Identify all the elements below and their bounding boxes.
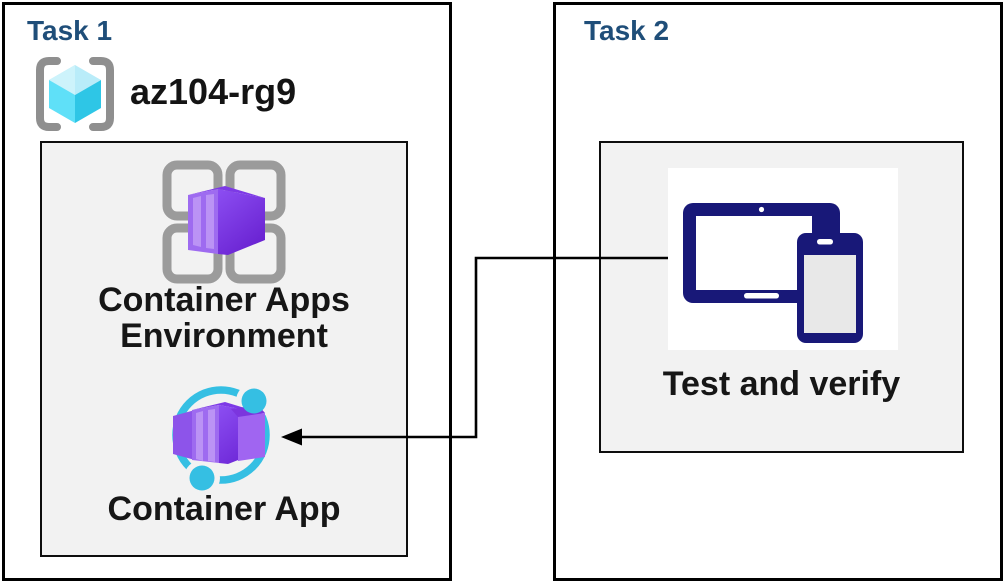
resource-group-name: az104-rg9 bbox=[130, 71, 297, 112]
verify-label: Test and verify bbox=[662, 365, 901, 403]
resource-group-icon bbox=[36, 57, 114, 131]
container-app-icon bbox=[172, 383, 272, 496]
container-app-label: Container App bbox=[107, 490, 341, 528]
environment-label-text: Container Apps Environment bbox=[98, 281, 350, 355]
environment-label: Container Apps Environment bbox=[40, 282, 408, 354]
tablet-phone-devices-icon bbox=[683, 203, 863, 343]
task2-title: Task 2 bbox=[584, 15, 670, 46]
verify-icon-card bbox=[668, 168, 898, 350]
container-apps-environment-icon bbox=[162, 160, 286, 284]
task1-title: Task 1 bbox=[27, 15, 113, 46]
